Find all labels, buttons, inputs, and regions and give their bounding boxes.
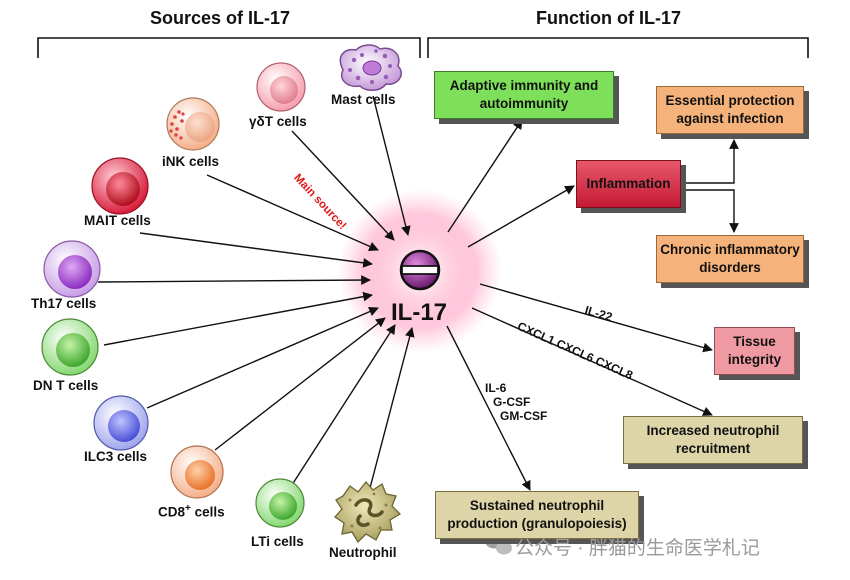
- arrow-inkt: [206, 174, 379, 251]
- granulo-line2: production (granulopoiesis): [447, 516, 627, 531]
- arrow-mast: [372, 95, 411, 236]
- tissue-line2: integrity: [727, 352, 782, 367]
- arrow-granulopoiesis: [446, 325, 531, 491]
- th17-cell: [43, 240, 101, 298]
- function-arrows: [446, 119, 739, 491]
- arrow-mait: [139, 232, 373, 268]
- sources-title: Sources of IL-17: [150, 8, 291, 28]
- chronic-box-text: Chronic inflammatory disorders: [660, 241, 800, 277]
- tissue-integrity-box: Tissue integrity: [714, 327, 795, 375]
- inflammation-box: Inflammation: [576, 160, 681, 208]
- arrow-th17: [97, 275, 371, 285]
- recruitment-line2: recruitment: [675, 441, 751, 456]
- arrow-gdt: [291, 130, 395, 241]
- arrow-essential: [680, 139, 739, 184]
- arrow-neutrophil: [369, 327, 415, 489]
- tissue-box-text: Tissue integrity: [728, 333, 781, 369]
- inkt-cells-label: iNK cells: [162, 154, 220, 169]
- th17-cells-label: Th17 cells: [31, 296, 97, 311]
- cd8-cells-label: CD8+ cells: [158, 503, 225, 520]
- essential-line1: Essential protection: [665, 93, 795, 108]
- sources-bracket: [37, 37, 421, 58]
- il6-label: IL-6: [485, 381, 507, 395]
- chronic-line2: disorders: [699, 260, 761, 275]
- chronic-line1: Chronic inflammatory: [660, 242, 800, 257]
- adaptive-line1: Adaptive immunity and: [449, 78, 599, 93]
- gdt-cell: [256, 62, 306, 112]
- adaptive-immunity-box: Adaptive immunity and autoimmunity: [434, 71, 614, 119]
- inflammation-text: Inflammation: [586, 176, 671, 191]
- granulopoiesis-box: Sustained neutrophil production (granulop…: [435, 491, 639, 539]
- lti-cell: [255, 478, 305, 528]
- source-arrows: [97, 95, 415, 489]
- function-bracket: [427, 37, 809, 58]
- ilc3-cell: [93, 395, 149, 451]
- dnt-cells-label: DN T cells: [33, 378, 99, 393]
- arrow-ilc3: [146, 307, 379, 409]
- arrow-inflammation: [467, 185, 575, 248]
- chronic-inflammatory-box: Chronic inflammatory disorders: [656, 235, 804, 283]
- gdt-cells-label: γδT cells: [249, 114, 307, 129]
- essential-box-text: Essential protection against infection: [665, 92, 794, 128]
- essential-protection-box: Essential protection against infection: [656, 86, 804, 134]
- cd8-label-superscript: +: [185, 503, 191, 514]
- arrow-tissue: [479, 283, 713, 353]
- arrow-adaptive: [447, 119, 523, 233]
- arrow-cd8: [214, 317, 386, 451]
- mait-cells-label: MAIT cells: [84, 213, 151, 228]
- neutrophil-label: Neutrophil: [329, 545, 397, 560]
- cd8-label-suffix: cells: [190, 504, 225, 520]
- neutrophil-recruitment-box: Increased neutrophil recruitment: [623, 416, 803, 464]
- ilc3-cells-label: ILC3 cells: [84, 449, 148, 464]
- arrow-dnt: [103, 291, 373, 346]
- tissue-line1: Tissue: [733, 334, 776, 349]
- mait-cell: [91, 157, 149, 215]
- gcsf-label: G-CSF: [493, 395, 531, 409]
- arrow-recruitment: [471, 307, 713, 416]
- lti-cells-label: LTi cells: [251, 534, 304, 549]
- recruitment-box-text: Increased neutrophil recruitment: [647, 422, 780, 458]
- gmcsf-label: GM-CSF: [500, 409, 548, 423]
- watermark-text: 公众号 · 胖猫的生命医学札记: [515, 538, 760, 559]
- granulo-line1: Sustained neutrophil: [469, 498, 605, 513]
- il17-molecule: [399, 249, 441, 291]
- adaptive-line2: autoimmunity: [479, 96, 569, 111]
- cd8-label-main: CD8: [158, 504, 186, 520]
- mast-cells-label: Mast cells: [331, 92, 396, 107]
- arrow-chronic: [680, 189, 739, 233]
- neutrophil-cell: [334, 480, 402, 544]
- essential-line2: against infection: [676, 111, 784, 126]
- arrow-lti: [289, 324, 396, 489]
- recruitment-line1: Increased neutrophil: [646, 423, 780, 438]
- inkt-cell: [166, 97, 220, 151]
- mast-cell: [339, 44, 402, 91]
- function-title: Function of IL-17: [536, 8, 681, 28]
- il17-label: IL-17: [391, 299, 448, 326]
- adaptive-box-text: Adaptive immunity and autoimmunity: [450, 77, 599, 113]
- dnt-cell: [41, 318, 99, 376]
- cd8-cell: [170, 445, 224, 499]
- granulopoiesis-box-text: Sustained neutrophil production (granulop…: [447, 497, 626, 533]
